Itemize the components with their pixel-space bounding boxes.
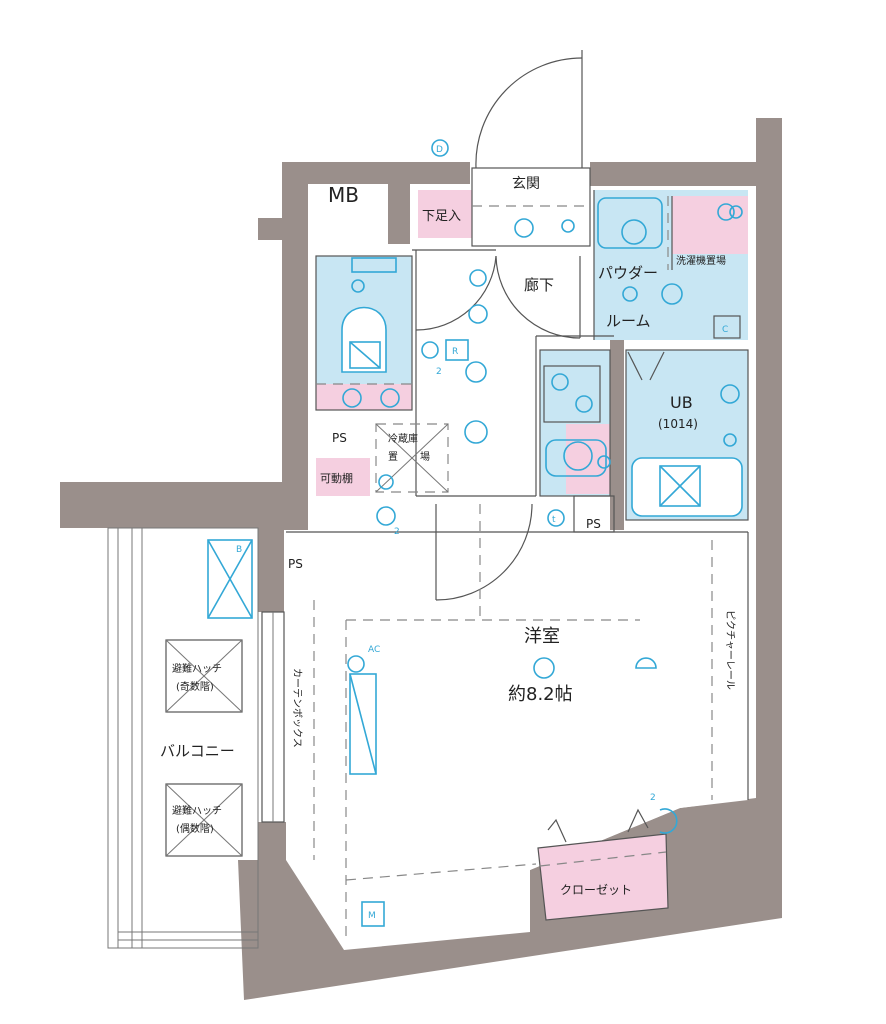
label-shoe-storage: 下足入 [422,209,461,224]
doorbell-icon [431,139,449,157]
label-hatch-odd: 避難ハッチ [172,662,222,675]
label-fridge-2: 置 [388,451,398,463]
wall-mb-right [388,162,410,244]
symbol-2b: 2 [394,527,400,537]
shoe-storage [418,190,472,238]
label-ps-1: PS [332,431,347,445]
label-room: 洋室 [524,626,560,647]
wall-right [756,118,782,918]
symbol-2c: 2 [650,793,656,803]
wall-top-left [282,162,470,184]
label-ps-3: PS [586,517,601,531]
label-picture-rail: ピクチャーレール [724,610,736,690]
label-fridge: 冷蔵庫 [388,432,418,445]
ac-outdoor-unit [207,539,253,619]
label-hatch-even: 避難ハッチ [172,804,222,817]
label-fridge-3: 場 [420,450,430,463]
label-hatch-even-2: (偶数階) [176,822,214,835]
toilet-icon [341,306,387,373]
label-ub: UB [670,393,693,412]
label-hatch-odd-2: (奇数階) [176,680,214,693]
label-powder-room: パウダー [598,264,658,282]
label-powder-room-2: ルーム [606,312,651,330]
symbol-r: R [452,347,458,357]
symbol-2a: 2 [436,367,442,377]
fixtures [341,139,743,927]
curtain-area [286,532,348,860]
symbol-b: B [236,545,242,555]
symbol-c: C [722,325,728,335]
ceiling-light-icon [533,657,555,679]
hatch-even [165,783,243,857]
label-area: 約8.2帖 [508,684,573,705]
interior-lines [286,50,749,940]
wall-left-upper [282,240,308,530]
wall-mb-notch [258,218,308,240]
symbol-ac: AC [368,645,380,655]
label-movable-shelf: 可動棚 [320,471,353,485]
label-mb: MB [328,183,359,207]
label-curtain-box: カーテンボックス [291,668,303,748]
labels: MB 玄関 下足入 廊下 パウダー ルーム 洗濯機置場 UB (1014) 冷蔵… [160,145,736,921]
symbol-m: M [368,911,376,921]
label-hallway: 廊下 [524,276,554,294]
symbol-d: D [436,145,443,155]
balcony [107,527,259,949]
label-closet: クローゼット [560,883,632,897]
label-balcony: バルコニー [160,742,235,760]
label-ub-size: (1014) [658,417,698,431]
wall-left-bottom [258,822,286,862]
wall-top-right [590,162,756,186]
label-ps-2: PS [288,557,303,571]
label-genkan: 玄関 [512,175,540,192]
wall-balcony-top [60,482,308,528]
sink-icon [621,219,647,245]
hatch-odd [165,639,243,713]
toilet-shelf [316,384,412,410]
closet-area [538,834,668,920]
movable-shelf [316,458,370,496]
laundry-space [672,196,748,254]
room-floor [346,532,748,940]
label-laundry: 洗濯機置場 [676,254,726,267]
kitchen-counter [566,424,610,494]
symbol-t: t [552,515,556,525]
wall-interior-ub [610,334,624,530]
wall-left-lower [258,528,284,612]
kitchen-sink-icon [563,441,593,471]
